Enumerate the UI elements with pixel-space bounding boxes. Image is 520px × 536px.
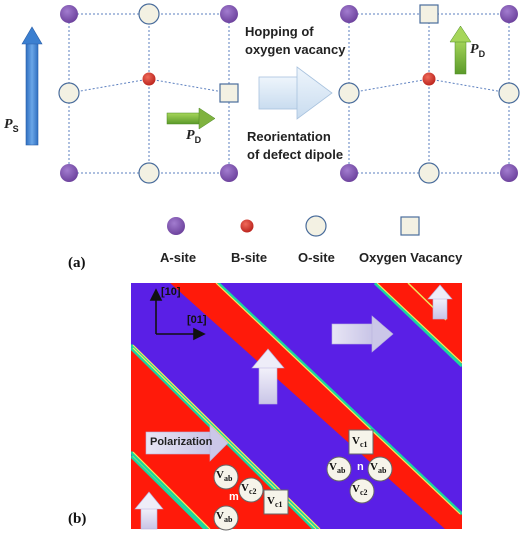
o-site-atom — [58, 82, 80, 104]
panel-a — [21, 3, 520, 237]
cluster-m-center: m — [229, 491, 239, 503]
legend-icons — [167, 215, 420, 237]
defect-cluster-n — [326, 429, 393, 504]
legend-b-site-icon — [240, 219, 254, 233]
pd-arrow-left — [166, 107, 216, 130]
cluster-m-defect-vab-bottom: Vab — [216, 510, 233, 525]
o-site-atom — [138, 162, 160, 184]
a-site-atom — [340, 5, 358, 23]
polarization-arrows — [134, 284, 453, 530]
pd-label-right: PD — [470, 42, 486, 59]
cluster-m-defect-vc1: Vc1 — [267, 495, 283, 510]
cluster-n-defect-vc2: Vc2 — [352, 483, 368, 498]
pd-label-left: PD — [186, 128, 202, 145]
a-site-atom — [500, 5, 518, 23]
cluster-n-defect-vab-left: Vab — [329, 461, 346, 476]
arrow-up-middle — [251, 348, 285, 405]
o-site-atom — [338, 82, 360, 104]
pd-arrow-right — [449, 25, 472, 75]
polarization-label: Polarization — [150, 436, 213, 448]
cluster-n-defect-vab-right: Vab — [370, 461, 387, 476]
process-text-reorient-2: of defect dipole — [247, 147, 344, 162]
panel-a-label: (a) — [68, 255, 86, 271]
o-site-atom — [138, 3, 160, 25]
axis-y-label: [10] — [161, 286, 181, 298]
legend-o-site-label: O-site — [298, 250, 335, 265]
legend-a-site-label: A-site — [160, 250, 197, 265]
legend-o-site-icon — [305, 215, 327, 237]
legend-oxygen-vacancy-label: Oxygen Vacancy — [359, 250, 463, 265]
o-site-atom — [418, 162, 440, 184]
lattice-left — [68, 13, 230, 174]
cluster-m-defect-vab-top: Vab — [216, 469, 233, 484]
process-arrow — [258, 66, 333, 120]
cluster-m-defect-vc2: Vc2 — [241, 482, 257, 497]
legend-a-site-icon — [167, 217, 185, 235]
a-site-atom — [220, 164, 238, 182]
atoms-left — [58, 3, 239, 184]
a-site-atom — [60, 164, 78, 182]
lattice-right — [348, 13, 510, 174]
axes-indicator — [149, 288, 206, 341]
b-site-atom — [142, 72, 156, 86]
atoms-right — [338, 4, 520, 184]
cluster-n-center: n — [357, 461, 364, 473]
process-text-hopping-1: Hopping of — [245, 24, 314, 39]
a-site-atom — [500, 164, 518, 182]
cluster-n-defect-vc1: Vc1 — [352, 435, 368, 450]
arrow-up-bottom-left — [134, 491, 164, 530]
arrow-up-corner — [427, 284, 453, 320]
oxygen-vacancy — [419, 4, 439, 24]
legend-oxygen-vacancy-icon — [400, 216, 420, 236]
ps-label: PS — [4, 117, 19, 134]
oxygen-vacancy — [219, 83, 239, 103]
process-text-reorient-1: Reorientation — [247, 129, 331, 144]
o-site-atom — [498, 82, 520, 104]
a-site-atom — [60, 5, 78, 23]
a-site-atom — [340, 164, 358, 182]
arrow-right-top — [331, 315, 394, 353]
axis-x-label: [01] — [187, 314, 207, 326]
legend-b-site-label: B-site — [231, 250, 268, 265]
b-site-atom — [422, 72, 436, 86]
defect-cluster-m — [213, 464, 289, 531]
process-text-hopping-2: oxygen vacancy — [245, 42, 346, 57]
ps-arrow — [21, 26, 43, 146]
panel-b-label: (b) — [68, 511, 87, 527]
a-site-atom — [220, 5, 238, 23]
polarization-arrow — [145, 424, 229, 462]
